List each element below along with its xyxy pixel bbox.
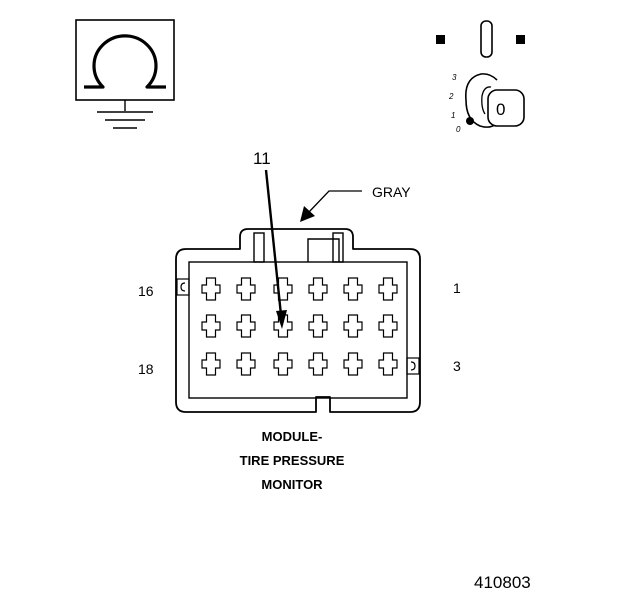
key-head	[464, 73, 498, 128]
figure-number: 410803	[474, 573, 531, 592]
wire-color-arrowhead	[300, 206, 315, 222]
polarizing-key-right	[406, 357, 420, 375]
connector-latch	[253, 232, 344, 263]
key-position-marker	[466, 117, 474, 125]
connector-inner-face	[188, 261, 408, 399]
terminal-cavity	[273, 277, 293, 301]
key-inner	[481, 86, 492, 115]
key-pos-3: 3	[452, 73, 457, 82]
pin-label-18: 18	[138, 361, 154, 377]
connector-outline	[175, 228, 421, 413]
terminal-cavity	[308, 352, 328, 376]
caption-line-3: MONITOR	[261, 477, 323, 492]
terminal-cavity	[236, 314, 256, 338]
terminal-cavity	[273, 314, 293, 338]
terminal-cavity	[236, 352, 256, 376]
terminal-cavity	[201, 314, 221, 338]
ohm-icon	[84, 34, 166, 89]
terminal-cavity	[308, 314, 328, 338]
caption-line-2: TIRE PRESSURE	[240, 453, 345, 468]
key-pos-2: 2	[448, 92, 454, 101]
terminal-cavity	[201, 277, 221, 301]
ignition-key-icon: 0	[464, 73, 525, 128]
wire-color-leader	[308, 190, 362, 213]
connector-caption: MODULE- TIRE PRESSURE MONITOR	[240, 429, 345, 492]
polarizing-key-left	[176, 278, 190, 296]
pin-callout-leader	[264, 169, 283, 316]
terminal-cavity	[343, 352, 363, 376]
pin-callout: 11	[253, 149, 287, 329]
pin-label-3: 3	[453, 358, 461, 374]
wire-color-callout: GRAY	[300, 184, 411, 222]
pin-callout-arrowhead	[276, 310, 287, 329]
terminal-cavity	[273, 352, 293, 376]
key-blade	[487, 89, 525, 127]
key-pos-1: 1	[451, 111, 455, 120]
terminal-cavity	[378, 314, 398, 338]
switch-blade	[480, 20, 493, 58]
key-pos-0: 0	[456, 125, 461, 134]
connector-body	[175, 228, 421, 413]
ground-icon	[97, 111, 153, 129]
terminal-cavity	[343, 277, 363, 301]
terminal-cavity	[343, 314, 363, 338]
key-position-label: 0	[496, 100, 505, 119]
terminal-cavity	[201, 352, 221, 376]
pin-callout-number: 11	[253, 149, 271, 168]
switch-contact-right	[516, 35, 525, 44]
terminal-cavity	[378, 277, 398, 301]
terminal-cavity	[378, 352, 398, 376]
wire-color-label: GRAY	[372, 184, 411, 200]
terminal-cavities	[201, 277, 398, 376]
pin-label-16: 16	[138, 283, 154, 299]
terminal-cavity	[308, 277, 328, 301]
ohmmeter-symbol	[75, 19, 175, 129]
ignition-switch-symbol: 0 3 2 1 0	[436, 20, 525, 134]
switch-contact-left	[436, 35, 445, 44]
pin-label-1: 1	[453, 280, 461, 296]
caption-line-1: MODULE-	[262, 429, 323, 444]
terminal-cavity	[236, 277, 256, 301]
